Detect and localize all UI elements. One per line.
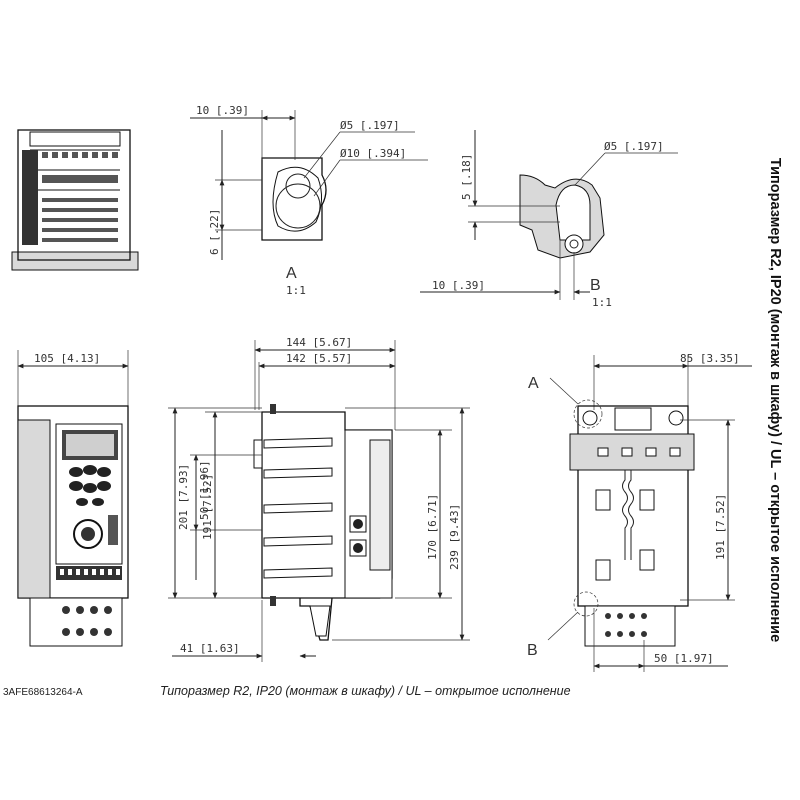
detail-a-scale: 1:1 [286,284,306,297]
detail-a-height: 6 [.22] [208,209,221,255]
side-height-170: 170 [6.71] [426,494,439,560]
front-view: 105 [4.13] [17,350,129,647]
back-label-a: A [528,375,539,392]
back-view: 85 [3.35] A B 191 [7.52] [527,352,752,672]
back-bottom: 50 [1.97] [654,652,714,665]
detail-a-width: 10 [.39] [196,104,249,117]
detail-b-hole: Ø5 [.197] [604,140,664,153]
detail-b-height: 5 [.18] [460,154,473,200]
detail-a-letter: A [286,265,297,282]
caption: Типоразмер R2, IP20 (монтаж в шкафу) / U… [160,684,571,698]
detail-b-width: 10 [.39] [432,279,485,292]
side-height-239: 239 [9.43] [448,504,461,570]
detail-a-hole-large: Ø10 [.394] [340,147,406,160]
side-view: 144 [5.67] 142 [5.57] 201 [7.93] 50 [1.9… [168,336,470,662]
side-height-total: 201 [7.93] [177,464,190,530]
side-depth: 142 [5.57] [286,352,352,365]
side-height-mid: 50 [1.96] [198,460,211,520]
back-height: 191 [7.52] [714,494,727,560]
back-width: 85 [3.35] [680,352,740,365]
top-view [11,129,139,271]
back-label-b: B [527,642,538,659]
side-depth-total: 144 [5.67] [286,336,352,349]
detail-b-letter: B [590,277,601,294]
front-width: 105 [4.13] [34,352,100,365]
detail-a: 10 [.39] Ø5 [.197] Ø10 [.394] 6 [.22] A … [190,104,428,297]
side-bottom-offset: 41 [1.63] [180,642,240,655]
side-title: Типоразмер R2, IP20 (монтаж в шкафу) / U… [767,157,783,643]
document-id: 3AFE68613264-A [3,687,83,698]
detail-b: Ø5 [.197] 5 [.18] 10 [.39] B 1:1 [420,130,678,309]
side-height-mount: 191 [7.52] [201,474,214,540]
detail-b-scale: 1:1 [592,296,612,309]
detail-a-hole-small: Ø5 [.197] [340,119,400,132]
